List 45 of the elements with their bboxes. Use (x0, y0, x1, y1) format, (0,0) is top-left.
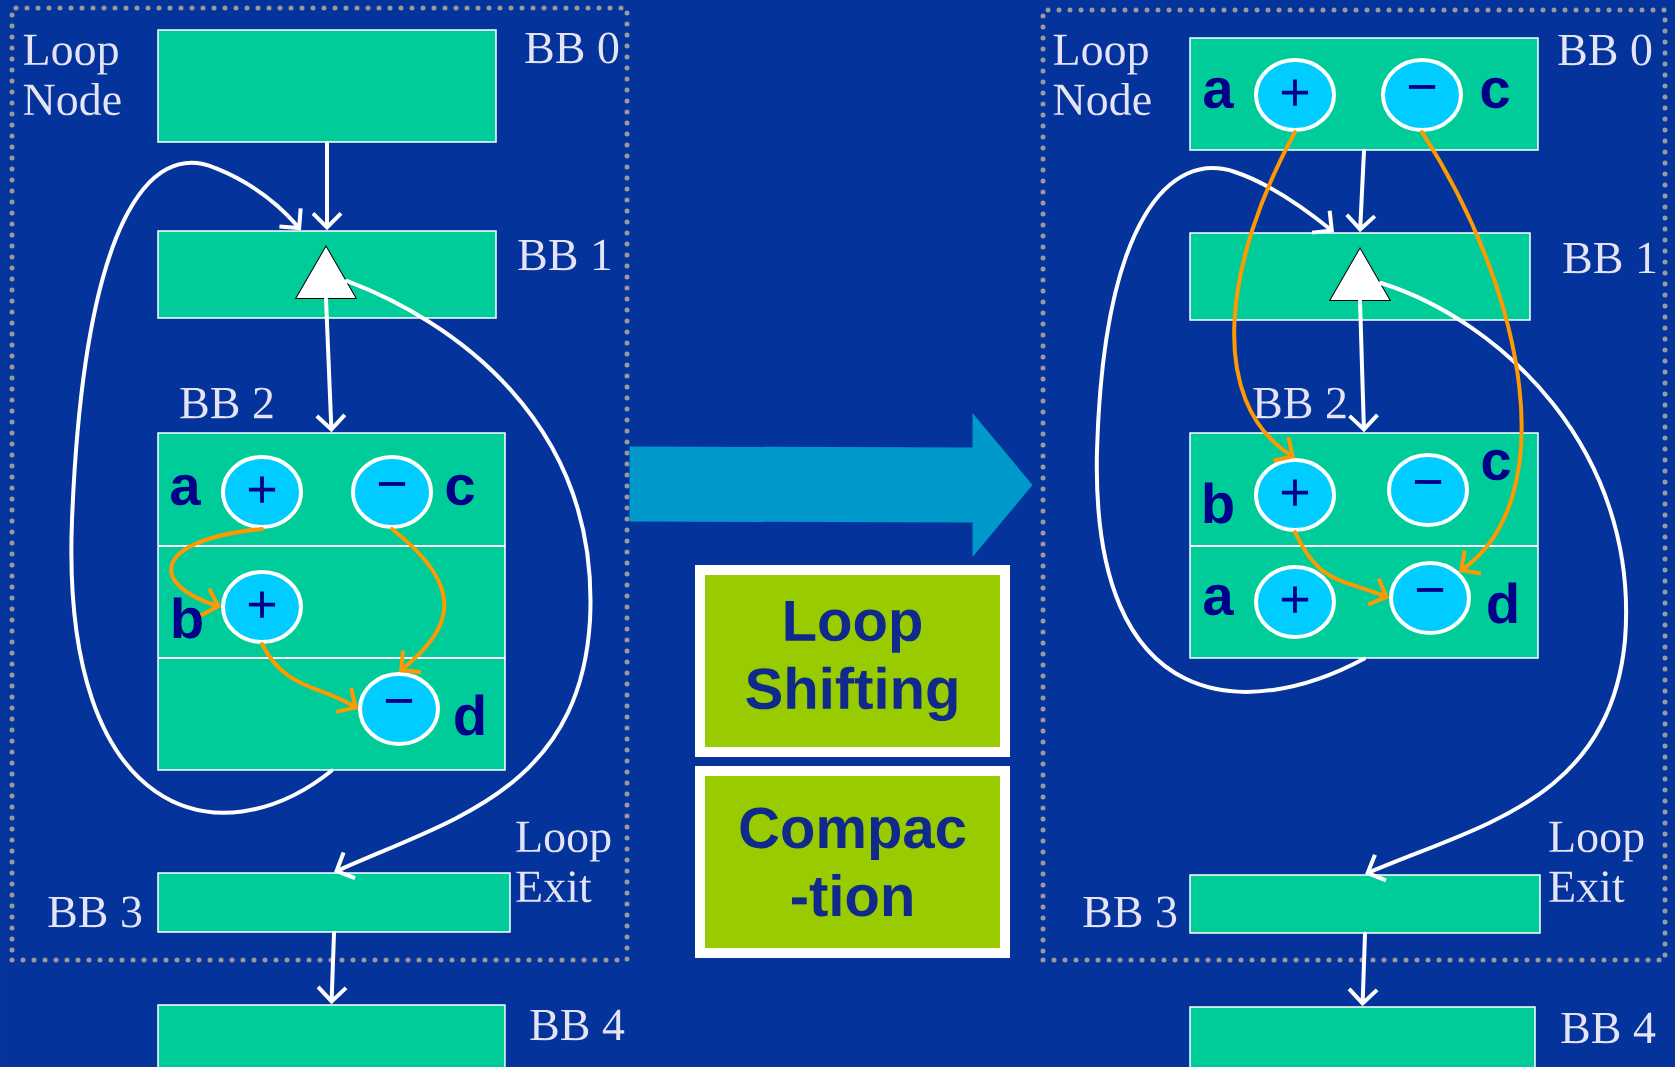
variable-label: a (1204, 77, 1234, 109)
arrow (1345, 148, 1377, 233)
exit-label: Loop Exit (1549, 821, 1644, 903)
block-label: BB 4 (1561, 1012, 1656, 1044)
arrow (1347, 931, 1379, 1007)
variable-label: c (446, 474, 474, 506)
block-label: BB 0 (525, 32, 619, 64)
triangle-marker (295, 245, 357, 299)
block-label: BB 4 (530, 1009, 625, 1041)
arrow (1348, 299, 1379, 433)
arrow (1232, 130, 1297, 463)
variable-label: c (1481, 77, 1509, 109)
arrow (1293, 530, 1389, 607)
region-label: Loop Node (23, 34, 121, 116)
block-label: BB 0 (1558, 34, 1652, 66)
variable-label: d (455, 694, 484, 736)
variable-label: a (171, 474, 201, 506)
arrow (1365, 281, 1628, 883)
arrow (311, 140, 343, 231)
variable-label: a (1204, 584, 1234, 616)
block-label: BB 3 (1083, 896, 1177, 928)
arrow (260, 642, 358, 714)
arrow (334, 279, 592, 880)
variable-label: b (1204, 482, 1233, 524)
block-label: BB 2 (1253, 387, 1346, 419)
block-label: BB 1 (1563, 242, 1656, 274)
block-arrow (629, 413, 1033, 557)
variable-label: c (1482, 449, 1510, 481)
triangle-marker (1329, 247, 1391, 301)
arrow (390, 527, 447, 675)
block-label: BB 3 (48, 896, 142, 928)
arrow (169, 527, 264, 618)
block-label: BB 2 (180, 387, 273, 419)
variable-label: b (173, 597, 202, 639)
step-box: Compac -tion (695, 766, 1010, 958)
variable-label: d (1488, 582, 1517, 624)
arrow (316, 930, 348, 1005)
arrow (1095, 166, 1366, 694)
step-box: Loop Shifting (695, 565, 1010, 757)
arrow (70, 161, 334, 815)
region-label: Loop Node (1053, 34, 1151, 116)
arrow (315, 297, 347, 433)
arrow (1420, 130, 1524, 576)
exit-label: Loop Exit (516, 821, 611, 903)
block-label: BB 1 (518, 239, 611, 271)
